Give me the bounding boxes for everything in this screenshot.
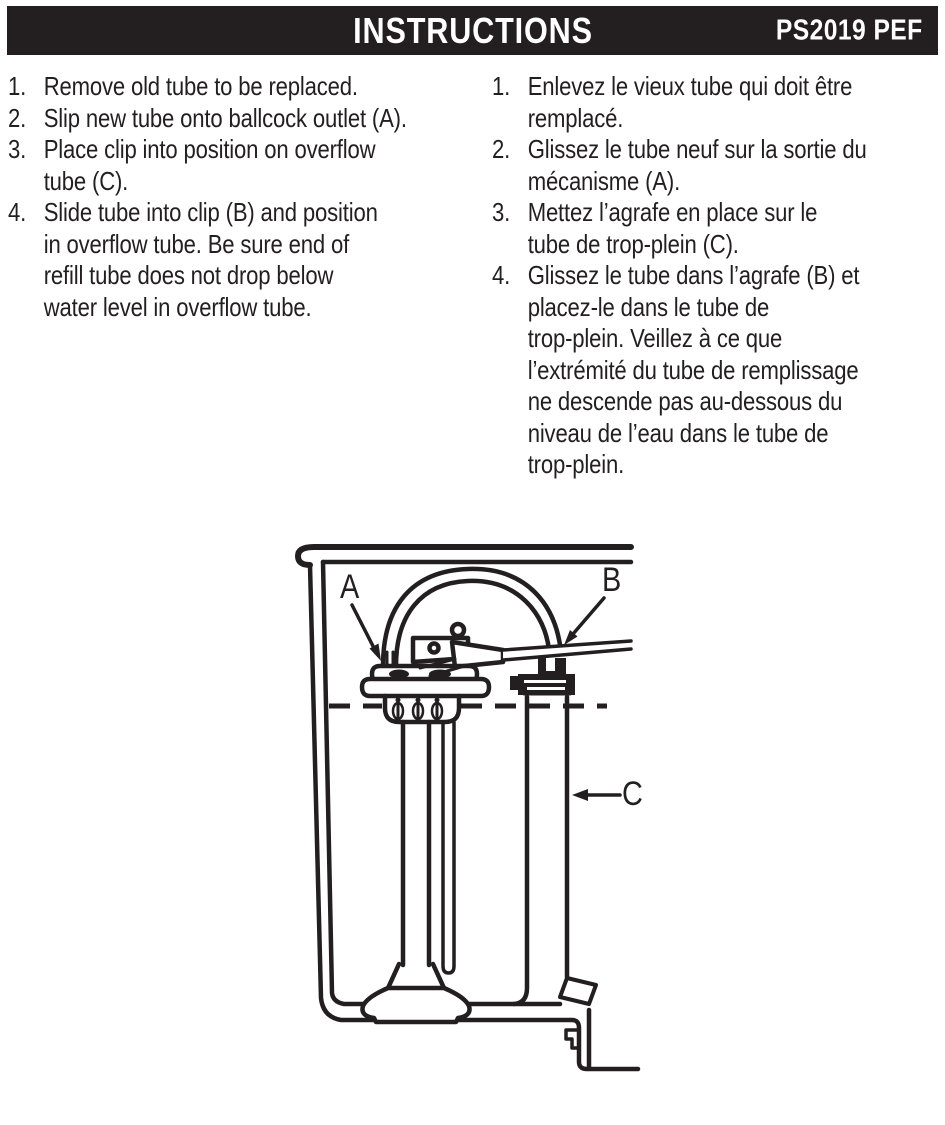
page-title: INSTRUCTIONS — [352, 9, 593, 51]
item-number: 2. — [8, 102, 27, 133]
item-text: Glissez le tube dans l’agrafe (B) et pla… — [527, 260, 860, 479]
overflow-tube — [511, 692, 572, 1007]
header-bar: INSTRUCTIONS PS2019 PEF — [7, 6, 938, 55]
instruction-list-en: 1. Remove old tube to be replaced. 2. Sl… — [8, 71, 484, 323]
list-item: 3. Mettez l’agrafe en place sur le tube … — [492, 197, 945, 260]
item-number: 4. — [8, 197, 27, 227]
item-text: Place clip into position on overflow tub… — [43, 134, 376, 196]
list-item: 4. Glissez le tube dans l’agrafe (B) et … — [492, 260, 945, 481]
float-lever — [410, 621, 506, 670]
item-number: 3. — [492, 197, 511, 227]
callout-b-arrowhead — [564, 630, 578, 645]
refill-tube-clip — [510, 658, 575, 695]
float-arm — [449, 639, 506, 670]
body-ports — [391, 697, 444, 721]
item-number: 3. — [8, 134, 27, 164]
ballcock-shank — [400, 719, 432, 968]
refill-tube — [380, 566, 564, 669]
item-text: Slip new tube onto ballcock outlet (A). — [43, 102, 407, 133]
list-item: 3. Place clip into position on overflow … — [8, 134, 484, 197]
list-item: 1. Enlevez le vieux tube qui doit être r… — [492, 71, 945, 134]
ballcock-body — [382, 693, 462, 725]
diagram-label-b: B — [602, 560, 621, 599]
tank-wall-outer — [307, 562, 641, 1072]
callout-c — [572, 789, 622, 801]
instruction-list-fr: 1. Enlevez le vieux tube qui doit être r… — [492, 71, 945, 481]
item-text: Mettez l’agrafe en place sur le tube de … — [527, 197, 818, 259]
lever-knob — [449, 621, 467, 639]
item-text: Enlevez le vieux tube qui doit être remp… — [527, 71, 853, 133]
list-item: 1. Remove old tube to be replaced. — [8, 71, 484, 103]
tank-rim — [295, 544, 634, 568]
callout-c-arrowhead — [572, 789, 588, 801]
callout-b — [564, 596, 606, 645]
item-number: 1. — [8, 71, 27, 101]
callout-a — [350, 603, 381, 661]
diagram-label-a: A — [340, 567, 359, 606]
list-item: 2. Slip new tube onto ballcock outlet (A… — [8, 103, 484, 135]
tank-wall-inner — [320, 559, 375, 1007]
ballcock-valve — [359, 657, 492, 1025]
list-item: 4. Slide tube into clip (B) and position… — [8, 197, 484, 323]
float-rod — [501, 639, 633, 662]
side-tube — [441, 720, 456, 975]
model-number: PS2019 PEF — [776, 14, 923, 46]
ballcock-flange — [359, 676, 492, 699]
cap-slot — [389, 669, 409, 679]
item-text: Glissez le tube neuf sur la sortie du mé… — [527, 134, 867, 196]
item-text: Remove old tube to be replaced. — [43, 71, 358, 101]
lever-pivot-hole — [427, 641, 441, 655]
callout-b-arrow — [571, 596, 606, 636]
item-number: 4. — [492, 260, 511, 290]
item-text: Slide tube into clip (B) and position in… — [43, 197, 378, 322]
callout-a-arrowhead — [369, 643, 381, 661]
shank-coupling — [385, 961, 447, 991]
diagram-label-c: C — [622, 774, 643, 813]
flush-seat-tab — [558, 976, 598, 1006]
tank-outline — [295, 544, 641, 1072]
item-number: 2. — [492, 134, 511, 164]
list-item: 2. Glissez le tube neuf sur la sortie du… — [492, 134, 945, 197]
item-number: 1. — [492, 71, 511, 101]
base-gasket — [360, 985, 472, 1025]
drain-step — [564, 1028, 581, 1050]
callout-a-arrow — [350, 603, 377, 652]
